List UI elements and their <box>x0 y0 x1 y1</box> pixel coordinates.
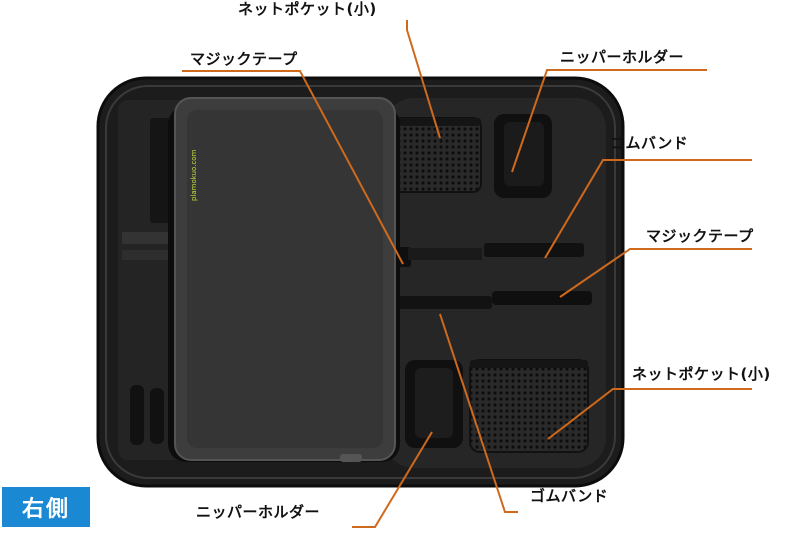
divider-page-fabric <box>187 110 383 448</box>
nipper-holder-top-inner <box>504 122 544 186</box>
left-loop-a <box>130 385 144 445</box>
left-elastic-strap <box>150 118 170 223</box>
rubber-band-upper <box>484 243 584 257</box>
net-pocket-bottom <box>469 359 589 453</box>
leader-magic-tape-top <box>182 70 404 265</box>
rubber-band-lower <box>492 291 592 305</box>
label-magic-tape-right: マジックテープ <box>646 227 754 245</box>
net-pocket-top-binding <box>393 118 481 126</box>
leader-rubber-band-bottom <box>439 313 518 513</box>
left-loop-b <box>150 388 164 444</box>
leader-net-pocket-top <box>406 20 441 139</box>
leader-net-pocket-bottom <box>547 388 752 440</box>
label-rubber-band-top: ゴムバンド <box>610 134 689 152</box>
zipper-pull-bottom <box>340 454 362 462</box>
leader-nipper-holder-bottom <box>352 431 433 528</box>
label-magic-tape-top: マジックテープ <box>190 50 298 68</box>
case-zipper-edge <box>105 85 616 479</box>
brand-print: plamokuo.com <box>190 149 198 201</box>
leader-magic-tape-right <box>559 248 752 298</box>
label-nipper-holder-top: ニッパーホルダー <box>560 48 685 66</box>
label-nipper-holder-bottom: ニッパーホルダー <box>196 503 321 521</box>
net-pocket-bottom-binding <box>470 360 588 368</box>
strap-upper <box>408 248 482 260</box>
leader-nipper-holder-top <box>511 69 707 173</box>
magic-tape-lower <box>392 296 492 309</box>
label-net-pocket-top: ネットポケット(小) <box>238 0 377 18</box>
side-badge: 右側 <box>2 487 90 527</box>
nipper-holder-bottom-inner <box>415 368 453 438</box>
label-rubber-band-bottom: ゴムバンド <box>530 487 609 505</box>
leader-rubber-band-top <box>544 159 752 259</box>
leader-lines <box>182 20 752 528</box>
label-net-pocket-bottom: ネットポケット(小) <box>632 365 771 383</box>
left-band-b <box>122 250 196 260</box>
